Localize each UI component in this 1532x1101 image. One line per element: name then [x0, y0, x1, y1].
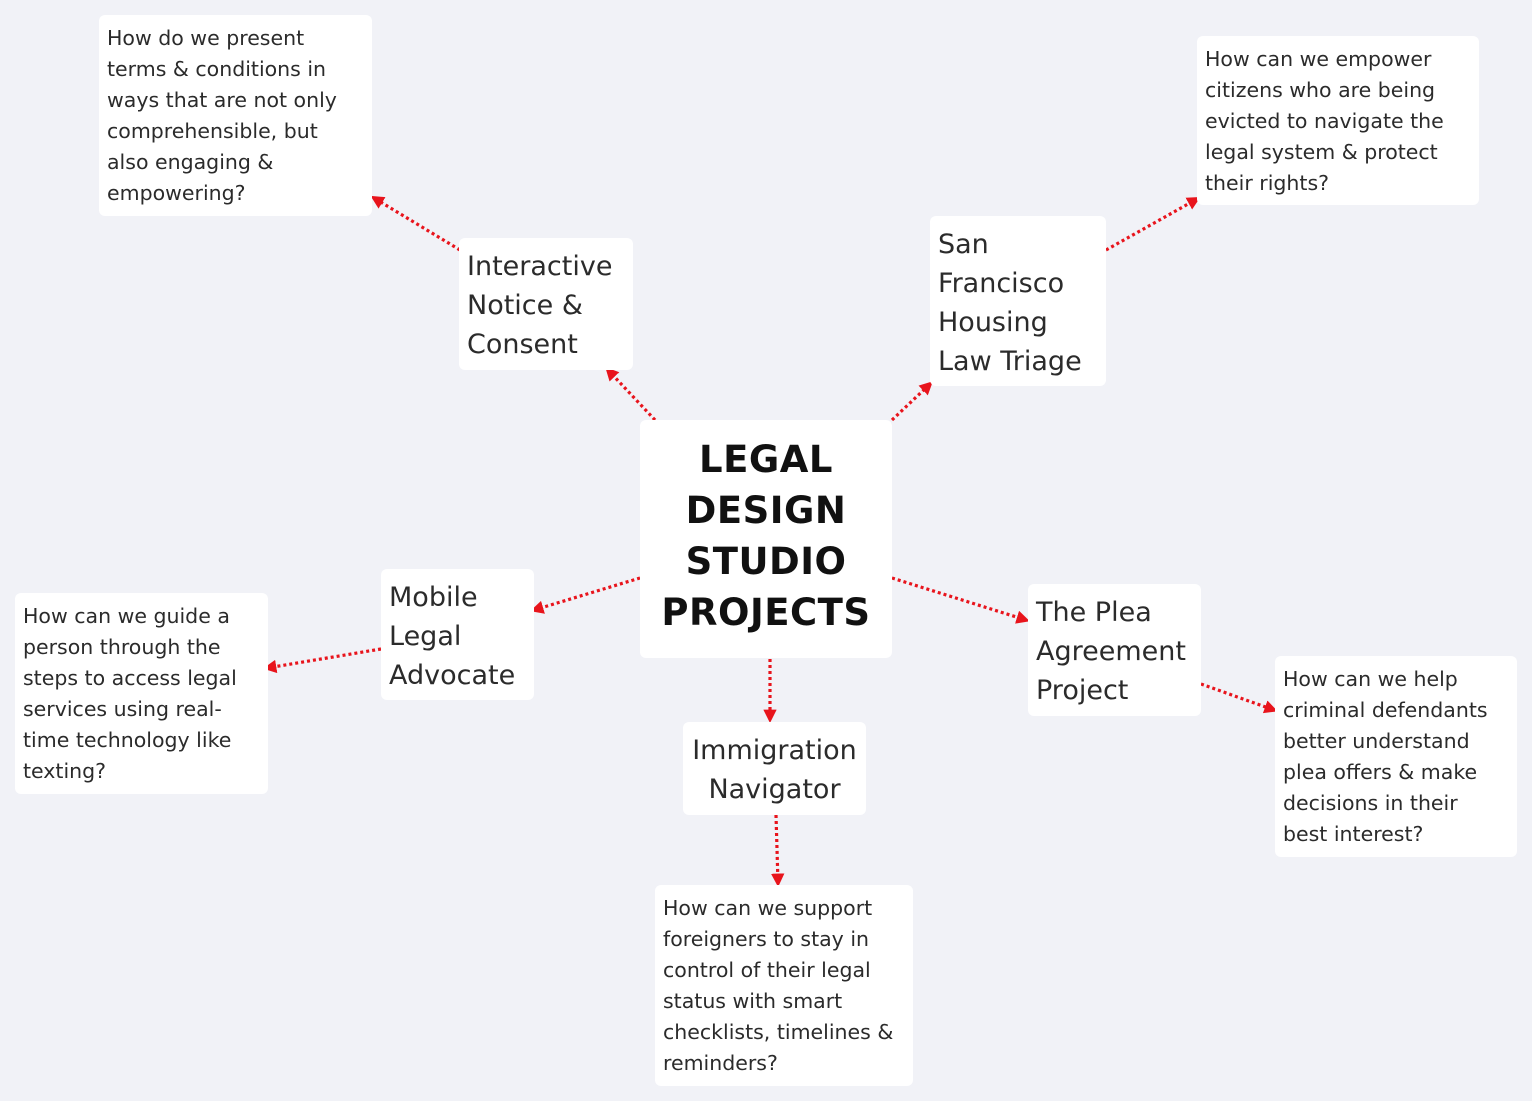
question-node-plea-agreement: How can we help criminal defendants bett… — [1275, 656, 1517, 857]
connector-interactive-notice-to-question — [370, 195, 461, 252]
connector-center-to-interactive-notice — [605, 367, 657, 422]
connector-mobile-legal-to-question — [263, 647, 382, 674]
project-node-immigration: Immigration Navigator — [683, 722, 866, 815]
question-node-immigration: How can we support foreigners to stay in… — [655, 885, 913, 1086]
question-node-interactive-notice: How do we present terms & conditions in … — [99, 15, 372, 216]
project-node-plea-agreement: The Plea Agreement Project — [1028, 584, 1201, 716]
connector-center-to-mobile-legal — [530, 576, 641, 614]
question-text: How do we present terms & conditions in … — [107, 26, 337, 205]
question-text: How can we guide a person through the st… — [23, 604, 237, 783]
project-label: Mobile Legal Advocate — [389, 582, 516, 691]
project-node-sf-housing: San Francisco Housing Law Triage — [930, 216, 1106, 386]
project-label: The Plea Agreement Project — [1036, 597, 1186, 706]
connector-sf-housing-to-question — [1105, 197, 1201, 252]
question-text: How can we support foreigners to stay in… — [663, 896, 894, 1075]
question-node-mobile-legal: How can we guide a person through the st… — [15, 593, 268, 794]
question-node-sf-housing: How can we empower citizens who are bein… — [1197, 36, 1479, 205]
central-topic-box: LEGAL DESIGN STUDIO PROJECTS — [640, 420, 892, 658]
connector-plea-agreement-to-question — [1200, 682, 1278, 714]
project-label: San Francisco Housing Law Triage — [938, 229, 1082, 377]
connector-center-to-plea-agreement — [891, 576, 1030, 624]
question-text: How can we empower citizens who are bein… — [1205, 47, 1444, 195]
question-text: How can we help criminal defendants bett… — [1283, 667, 1488, 846]
connector-center-to-sf-housing — [890, 381, 933, 422]
project-node-interactive-notice: Interactive Notice & Consent — [459, 238, 633, 370]
project-label: Immigration Navigator — [692, 735, 857, 805]
central-topic-label: LEGAL DESIGN STUDIO PROJECTS — [661, 438, 871, 634]
project-label: Interactive Notice & Consent — [467, 251, 613, 360]
connector-immigration-to-question — [771, 814, 785, 888]
project-node-mobile-legal: Mobile Legal Advocate — [381, 569, 534, 700]
